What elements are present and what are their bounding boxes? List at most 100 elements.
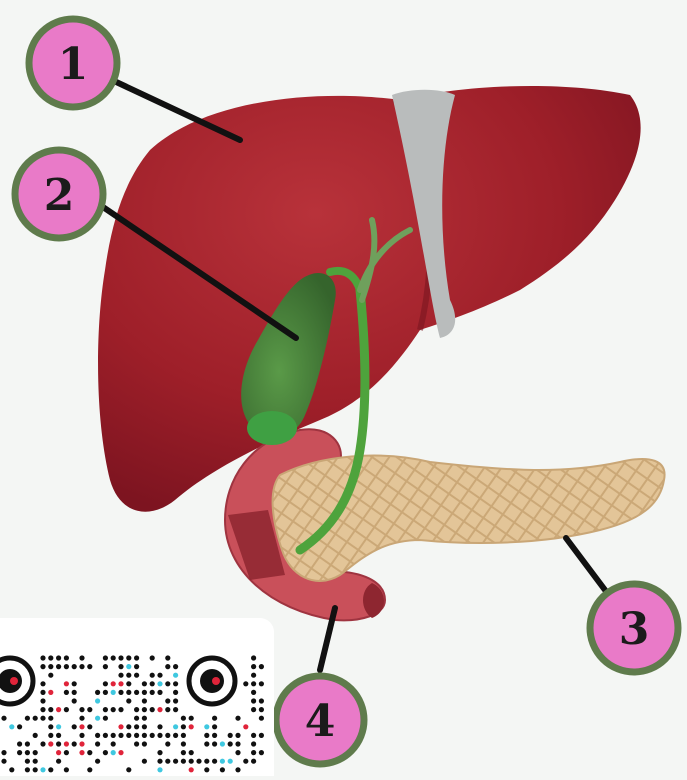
qr-dot — [189, 767, 194, 772]
qr-dot — [126, 698, 131, 703]
qr-dot — [40, 741, 45, 746]
qr-dot — [126, 664, 131, 669]
qr-dot — [40, 716, 45, 721]
qr-dot — [134, 716, 139, 721]
qr-dot — [251, 698, 256, 703]
qr-dot — [87, 767, 92, 772]
qr-dot — [228, 733, 233, 738]
qr-dot — [56, 750, 61, 755]
qr-dot — [142, 716, 147, 721]
qr-dot — [64, 767, 69, 772]
qr-dot — [165, 741, 170, 746]
qr-dot — [118, 733, 123, 738]
qr-dot — [48, 733, 53, 738]
qr-dot — [48, 707, 53, 712]
qr-dot — [243, 759, 248, 764]
qr-dot — [235, 741, 240, 746]
qr-dot — [142, 733, 147, 738]
qr-dot — [181, 716, 186, 721]
qr-dot — [95, 741, 100, 746]
qr-dot — [251, 681, 256, 686]
qr-dot — [33, 759, 38, 764]
qr-dot — [251, 707, 256, 712]
qr-dot — [189, 724, 194, 729]
qr-dot — [126, 724, 131, 729]
qr-finder-left — [0, 658, 33, 704]
qr-dot — [48, 724, 53, 729]
qr-dot — [126, 733, 131, 738]
leader-line-1 — [112, 80, 240, 140]
qr-code-icon — [0, 618, 274, 776]
qr-dot — [1, 759, 6, 764]
qr-dot — [134, 733, 139, 738]
qr-dot — [142, 681, 147, 686]
qr-dot — [111, 690, 116, 695]
callout-2-label: 2 — [44, 170, 75, 221]
qr-dot — [165, 733, 170, 738]
qr-dot — [79, 664, 84, 669]
qr-dot — [220, 767, 225, 772]
qr-dot — [64, 707, 69, 712]
qr-dot — [103, 681, 108, 686]
qr-dot — [150, 655, 155, 660]
qr-dot — [181, 741, 186, 746]
qr-dot — [142, 759, 147, 764]
qr-dot — [72, 741, 77, 746]
qr-dot — [235, 716, 240, 721]
callout-2: 2 — [15, 150, 103, 238]
qr-dot — [103, 716, 108, 721]
qr-dot — [87, 750, 92, 755]
qr-code-card[interactable] — [0, 618, 274, 776]
qr-dot — [56, 724, 61, 729]
qr-dot — [157, 759, 162, 764]
qr-dot — [126, 673, 131, 678]
qr-dot — [48, 664, 53, 669]
qr-dot — [204, 741, 209, 746]
qr-dot — [150, 681, 155, 686]
qr-dot — [212, 716, 217, 721]
qr-dot — [204, 733, 209, 738]
qr-dot — [251, 664, 256, 669]
qr-dot — [9, 767, 14, 772]
qr-dot — [126, 690, 131, 695]
qr-dot — [33, 750, 38, 755]
qr-dot — [103, 690, 108, 695]
qr-dot — [251, 741, 256, 746]
qr-dot — [118, 681, 123, 686]
qr-dot — [48, 673, 53, 678]
qr-dot — [142, 741, 147, 746]
callout-1: 1 — [29, 19, 117, 107]
qr-dot — [79, 716, 84, 721]
qr-dot — [204, 724, 209, 729]
qr-dot — [134, 664, 139, 669]
qr-dot — [126, 655, 131, 660]
qr-dot — [134, 707, 139, 712]
qr-dot — [72, 690, 77, 695]
qr-dot — [259, 716, 264, 721]
qr-dot — [103, 655, 108, 660]
qr-dot — [150, 690, 155, 695]
qr-dot — [142, 707, 147, 712]
qr-dot — [48, 655, 53, 660]
qr-dot — [40, 664, 45, 669]
qr-dot — [56, 664, 61, 669]
qr-dot — [173, 698, 178, 703]
leader-line-3 — [566, 538, 605, 590]
qr-dot — [56, 707, 61, 712]
qr-dot — [212, 759, 217, 764]
qr-dot — [181, 750, 186, 755]
qr-dot — [64, 741, 69, 746]
qr-dot — [111, 741, 116, 746]
qr-dot — [1, 716, 6, 721]
qr-dot — [9, 724, 14, 729]
qr-dot-matrix — [1, 655, 264, 772]
qr-dot — [173, 759, 178, 764]
qr-dot — [79, 741, 84, 746]
qr-dot — [173, 690, 178, 695]
qr-dot — [64, 664, 69, 669]
qr-dot — [87, 724, 92, 729]
qr-dot — [33, 733, 38, 738]
qr-dot — [40, 690, 45, 695]
qr-dot — [79, 707, 84, 712]
